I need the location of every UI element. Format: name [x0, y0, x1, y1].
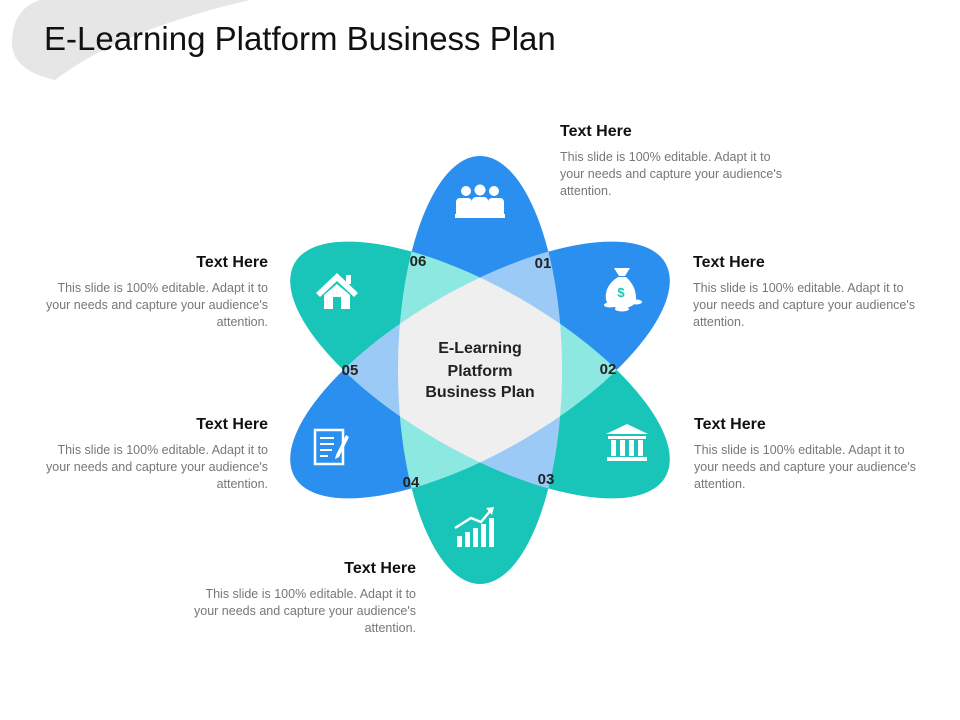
- text-block-body: This slide is 100% editable. Adapt it to…: [46, 281, 268, 329]
- text-block-heading: Text Here: [196, 254, 268, 271]
- text-block-04: Text Here This slide is 100% editable. A…: [186, 560, 416, 637]
- text-block-body: This slide is 100% editable. Adapt it to…: [194, 587, 416, 635]
- text-block-body: This slide is 100% editable. Adapt it to…: [693, 281, 915, 329]
- text-block-body: This slide is 100% editable. Adapt it to…: [560, 150, 782, 198]
- text-block-heading: Text Here: [694, 416, 766, 433]
- page-title: E-Learning Platform Business Plan: [44, 20, 556, 57]
- number-01: 01: [535, 255, 552, 272]
- team-icon: [455, 184, 505, 218]
- growth-chart-icon: [454, 507, 494, 547]
- money-bag-icon: $: [604, 268, 642, 312]
- bank-icon: [606, 424, 648, 461]
- svg-text:$: $: [617, 285, 625, 300]
- text-block-06: Text Here This slide is 100% editable. A…: [38, 254, 268, 331]
- document-pen-icon: [313, 428, 349, 466]
- number-03: 03: [538, 471, 555, 488]
- text-block-02: Text Here This slide is 100% editable. A…: [693, 254, 923, 331]
- text-block-heading: Text Here: [560, 123, 632, 140]
- text-block-heading: Text Here: [196, 416, 268, 433]
- text-block-body: This slide is 100% editable. Adapt it to…: [694, 443, 916, 491]
- center-label-line1: E-Learning: [438, 340, 522, 357]
- text-block-05: Text Here This slide is 100% editable. A…: [38, 416, 268, 493]
- number-04: 04: [403, 474, 420, 491]
- text-block-01: Text Here This slide is 100% editable. A…: [560, 123, 790, 200]
- center-label-line3: Business Plan: [425, 384, 534, 401]
- number-02: 02: [600, 361, 617, 378]
- number-06: 06: [410, 253, 427, 270]
- text-block-heading: Text Here: [344, 560, 416, 577]
- text-block-body: This slide is 100% editable. Adapt it to…: [46, 443, 268, 491]
- text-block-heading: Text Here: [693, 254, 765, 271]
- number-05: 05: [342, 362, 359, 379]
- text-block-03: Text Here This slide is 100% editable. A…: [694, 416, 924, 493]
- center-label-line2: Platform: [448, 363, 513, 380]
- corner-decoration: [11, 0, 251, 80]
